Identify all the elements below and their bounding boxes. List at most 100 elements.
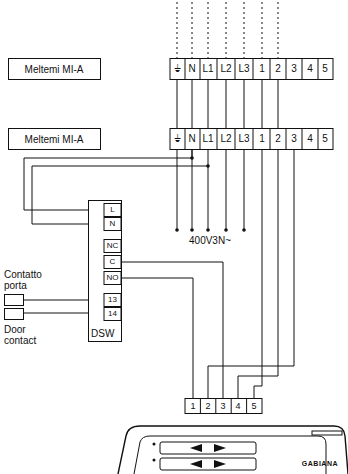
terminal-number: 4 xyxy=(235,402,240,411)
junction-dot xyxy=(190,228,194,232)
wire xyxy=(192,2,193,58)
wire xyxy=(122,278,193,398)
terminal-name: N xyxy=(188,134,195,144)
terminal-divider xyxy=(185,128,186,150)
node-text: GABIANA xyxy=(302,460,338,468)
wire xyxy=(262,2,263,58)
pin-name: NC xyxy=(107,242,119,250)
contact-half xyxy=(5,309,24,320)
wire xyxy=(177,80,178,128)
terminal-number: 1 xyxy=(190,402,195,411)
terminal-name: 5 xyxy=(322,64,328,74)
node-text: Door contact xyxy=(4,324,52,346)
wire xyxy=(278,80,279,128)
terminal-name: 2 xyxy=(275,64,281,74)
terminal-divider xyxy=(246,398,247,414)
pin-cell xyxy=(104,240,121,253)
contact-half xyxy=(5,295,24,306)
pin-name: C xyxy=(110,258,116,266)
terminal-number: 2 xyxy=(205,402,210,411)
pin-cell xyxy=(104,218,121,231)
terminal-divider xyxy=(200,58,201,80)
controller: GABIANA xyxy=(112,398,348,474)
terminal-strip: Meltemi MI-A xyxy=(8,128,333,150)
slider-panel xyxy=(160,442,256,454)
wire-connector xyxy=(254,150,262,398)
controller-led-bar xyxy=(312,431,342,435)
wire xyxy=(192,80,193,128)
terminal-divider xyxy=(302,58,303,80)
slider-panel xyxy=(160,458,256,470)
slider-knob xyxy=(190,460,226,468)
wire-connector xyxy=(122,262,223,398)
terminal-divider xyxy=(286,58,287,80)
wire xyxy=(32,166,208,224)
indicator-dot xyxy=(153,443,156,446)
terminal-name: 1 xyxy=(259,64,265,74)
door-switch-box: DSW xyxy=(88,200,122,342)
pin-cell xyxy=(104,294,121,307)
wire xyxy=(177,150,178,230)
wire xyxy=(244,2,245,58)
node-text: Contatto porta xyxy=(4,269,52,291)
pin-name: N xyxy=(110,220,116,228)
terminal-block xyxy=(170,59,333,80)
terminal-name: 5 xyxy=(322,134,328,144)
terminal-name: L3 xyxy=(238,134,249,144)
terminal-name: 2 xyxy=(275,134,281,144)
terminal-divider xyxy=(253,58,254,80)
wire xyxy=(244,150,245,230)
terminal-divider xyxy=(231,398,232,414)
indicator-dot xyxy=(153,459,156,462)
terminal-number: 5 xyxy=(251,402,256,411)
junction-dot xyxy=(242,228,246,232)
pin-cell xyxy=(104,256,121,269)
terminal-divider xyxy=(302,128,303,150)
controller-body xyxy=(118,426,348,474)
wire xyxy=(238,150,278,398)
terminal-divider xyxy=(253,128,254,150)
node-text: DSW xyxy=(91,328,114,339)
node-outline xyxy=(88,200,122,342)
wire xyxy=(177,2,178,58)
node-text: Meltemi MI-A xyxy=(25,64,84,75)
wire xyxy=(226,80,227,128)
terminal-name: L1 xyxy=(202,64,213,74)
terminal-name: 3 xyxy=(291,64,297,74)
wire xyxy=(226,150,227,230)
node-text: Meltemi MI-A xyxy=(25,134,84,145)
terminal-divider xyxy=(318,128,319,150)
wire xyxy=(278,2,279,58)
door-contact: Contatto portaDoor contact xyxy=(4,294,24,320)
pin-name: 13 xyxy=(108,296,117,304)
terminal-divider xyxy=(185,58,186,80)
terminal-name: L2 xyxy=(220,64,231,74)
terminal-divider xyxy=(286,128,287,150)
slider-knob xyxy=(190,444,226,452)
terminal-strip: Meltemi MI-A xyxy=(8,58,333,80)
wire xyxy=(192,150,193,230)
pin-cell xyxy=(104,272,121,285)
junction-dot xyxy=(206,228,210,232)
terminal-number: 3 xyxy=(220,402,225,411)
terminal-divider xyxy=(235,58,236,80)
terminal-divider xyxy=(200,398,201,414)
terminal-name: N xyxy=(188,64,195,74)
terminal-divider xyxy=(318,58,319,80)
node-outline xyxy=(4,294,24,320)
pin-name: NO xyxy=(107,274,119,282)
terminal-name: L3 xyxy=(238,64,249,74)
controller-terminal-strip xyxy=(185,399,262,414)
pin-name: L xyxy=(110,206,114,214)
terminal-divider xyxy=(200,128,201,150)
wire xyxy=(244,80,245,128)
pin-name: 14 xyxy=(108,310,117,318)
terminal-divider xyxy=(270,58,271,80)
terminal-name: 1 xyxy=(259,134,265,144)
terminal-block xyxy=(170,129,333,150)
wire xyxy=(208,80,209,128)
terminal-name: ⏚ xyxy=(174,64,181,74)
wire xyxy=(208,2,209,58)
label-box xyxy=(9,129,101,150)
dsw-outline xyxy=(89,201,122,342)
